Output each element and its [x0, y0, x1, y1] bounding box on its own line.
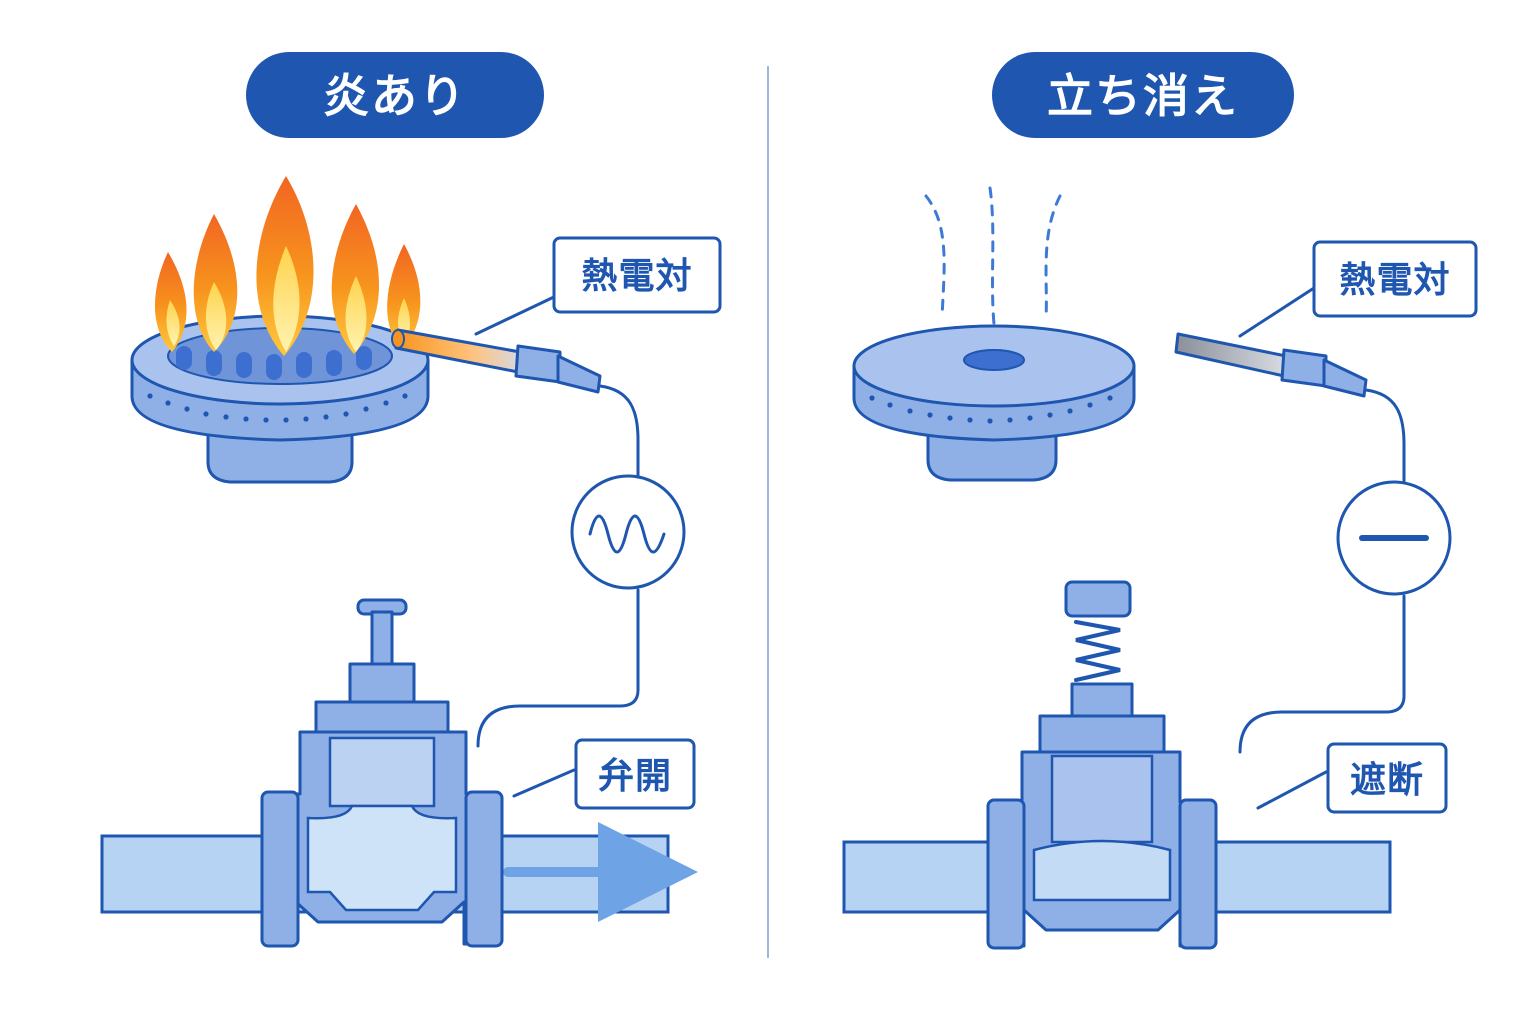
left-title-pill: 炎あり: [246, 52, 544, 138]
escaping-gas-lines: [924, 186, 1062, 326]
right-thermocouple-tag: 熱電対: [1312, 240, 1478, 318]
right-panel-flame-out: 立ち消え: [842, 52, 1478, 950]
right-thermocouple-probe: [1174, 286, 1368, 398]
right-title: 立ち消え: [1047, 69, 1239, 123]
left-signal-wire: [476, 384, 640, 748]
right-signal-meter-flat: [1336, 480, 1452, 596]
left-flames: [154, 176, 421, 356]
left-signal-meter-wave: [570, 474, 686, 590]
left-valve-open: [260, 598, 504, 948]
left-thermocouple-probe: [391, 294, 602, 394]
right-burner: [852, 324, 1136, 482]
right-valve-closed: [986, 580, 1218, 950]
left-valve-tag: 弁開: [512, 738, 696, 810]
left-valve-label: 弁開: [598, 756, 672, 797]
right-thermocouple-label: 熱電対: [1339, 260, 1450, 301]
left-thermocouple-tag: 熱電対: [552, 236, 722, 314]
left-thermocouple-label: 熱電対: [581, 256, 692, 297]
right-signal-wire: [1238, 388, 1406, 754]
right-title-pill: 立ち消え: [992, 52, 1294, 138]
valve-spring: [1074, 620, 1121, 682]
right-valve-tag: 遮断: [1256, 742, 1448, 814]
left-title: 炎あり: [323, 69, 467, 123]
right-valve-label: 遮断: [1350, 760, 1424, 801]
left-panel-flame-on: 炎あり: [100, 52, 722, 948]
